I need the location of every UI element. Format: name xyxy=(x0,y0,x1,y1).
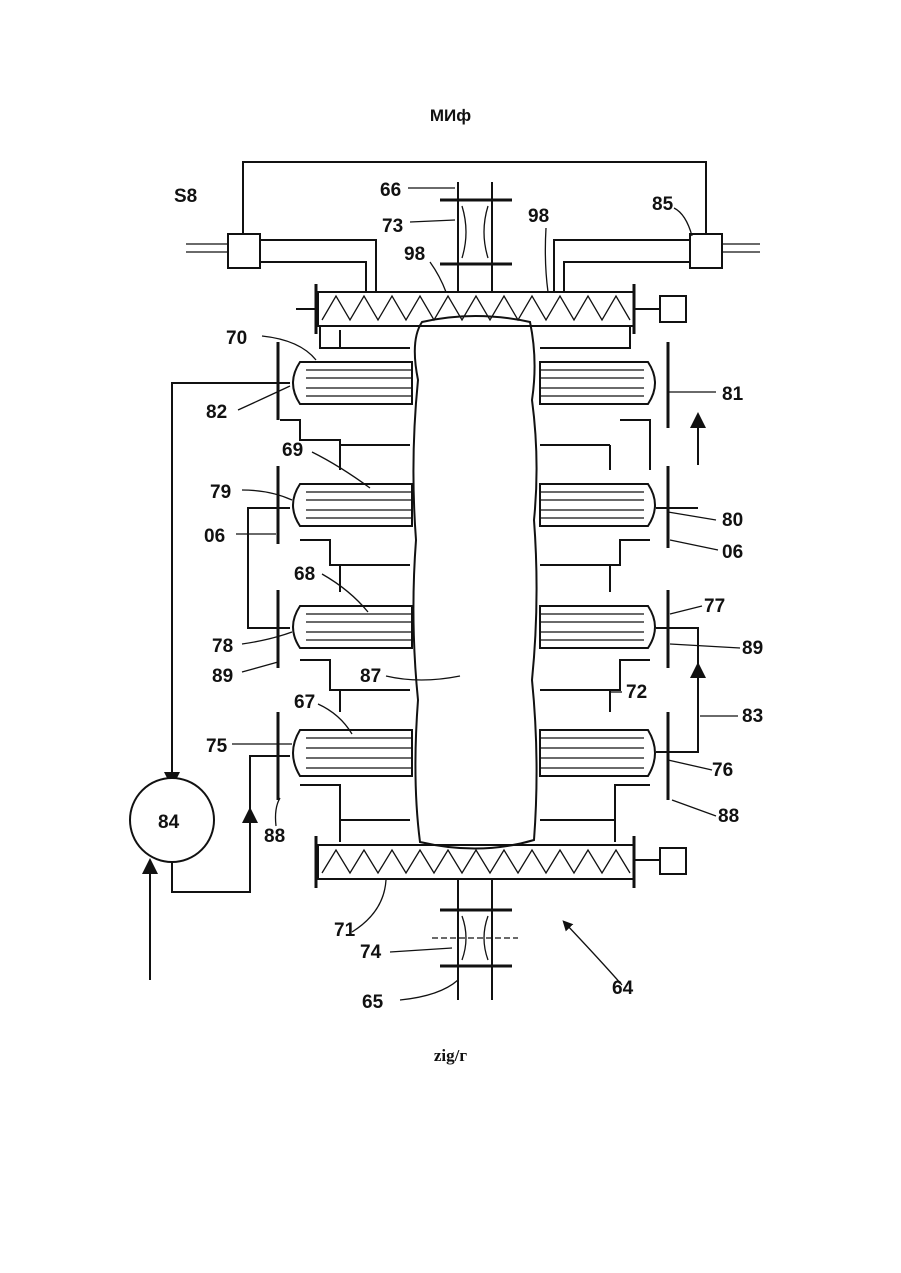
label-79: 79 xyxy=(210,482,231,503)
bottom-inlet-pipe xyxy=(432,879,518,1000)
label-98-right: 98 xyxy=(528,206,549,227)
label-06-right: 06 xyxy=(722,542,743,563)
label-89-left: 89 xyxy=(212,666,233,687)
heat-exchanger-70 xyxy=(278,342,412,420)
label-71: 71 xyxy=(334,920,356,941)
label-83: 83 xyxy=(742,706,763,727)
label-73: 73 xyxy=(382,216,403,237)
top-screw-conveyor xyxy=(296,284,686,334)
page-footer: zig/г xyxy=(0,1046,901,1066)
heat-exchanger-76 xyxy=(540,712,668,800)
label-65: 65 xyxy=(362,992,384,1013)
label-64: 64 xyxy=(612,978,634,999)
reactor-pointer-arrow xyxy=(566,924,622,985)
heat-exchanger-81 xyxy=(540,342,668,428)
label-80: 80 xyxy=(722,510,743,531)
label-98-center: 98 xyxy=(404,244,425,265)
top-outlet-pipe xyxy=(440,182,512,302)
label-69: 69 xyxy=(282,440,303,461)
heat-exchanger-67 xyxy=(278,712,412,800)
heat-exchanger-69 xyxy=(278,466,412,544)
right-top-valve xyxy=(554,234,760,292)
label-75: 75 xyxy=(206,736,228,757)
top-return-line xyxy=(243,162,706,242)
left-top-valve xyxy=(186,234,376,292)
label-72: 72 xyxy=(626,682,647,703)
label-81: 81 xyxy=(722,384,744,405)
label-68: 68 xyxy=(294,564,315,585)
label-76: 76 xyxy=(712,760,733,781)
label-84: 84 xyxy=(158,812,180,833)
central-chamber xyxy=(413,316,536,849)
label-85: 85 xyxy=(652,194,674,215)
heat-exchanger-80 xyxy=(540,466,668,548)
heat-exchanger-77 xyxy=(540,590,668,668)
label-88-right: 88 xyxy=(718,806,739,827)
label-78: 78 xyxy=(212,636,233,657)
label-87: 87 xyxy=(360,666,381,687)
label-s8: S8 xyxy=(174,186,197,207)
label-82: 82 xyxy=(206,402,227,423)
label-06-left: 06 xyxy=(204,526,225,547)
label-67: 67 xyxy=(294,692,315,713)
label-66: 66 xyxy=(380,180,401,201)
label-88-left: 88 xyxy=(264,826,285,847)
bottom-screw-conveyor xyxy=(316,836,686,888)
label-74: 74 xyxy=(360,942,382,963)
label-70: 70 xyxy=(226,328,247,349)
label-89-right: 89 xyxy=(742,638,763,659)
heat-exchanger-68 xyxy=(278,590,412,668)
label-77: 77 xyxy=(704,596,725,617)
